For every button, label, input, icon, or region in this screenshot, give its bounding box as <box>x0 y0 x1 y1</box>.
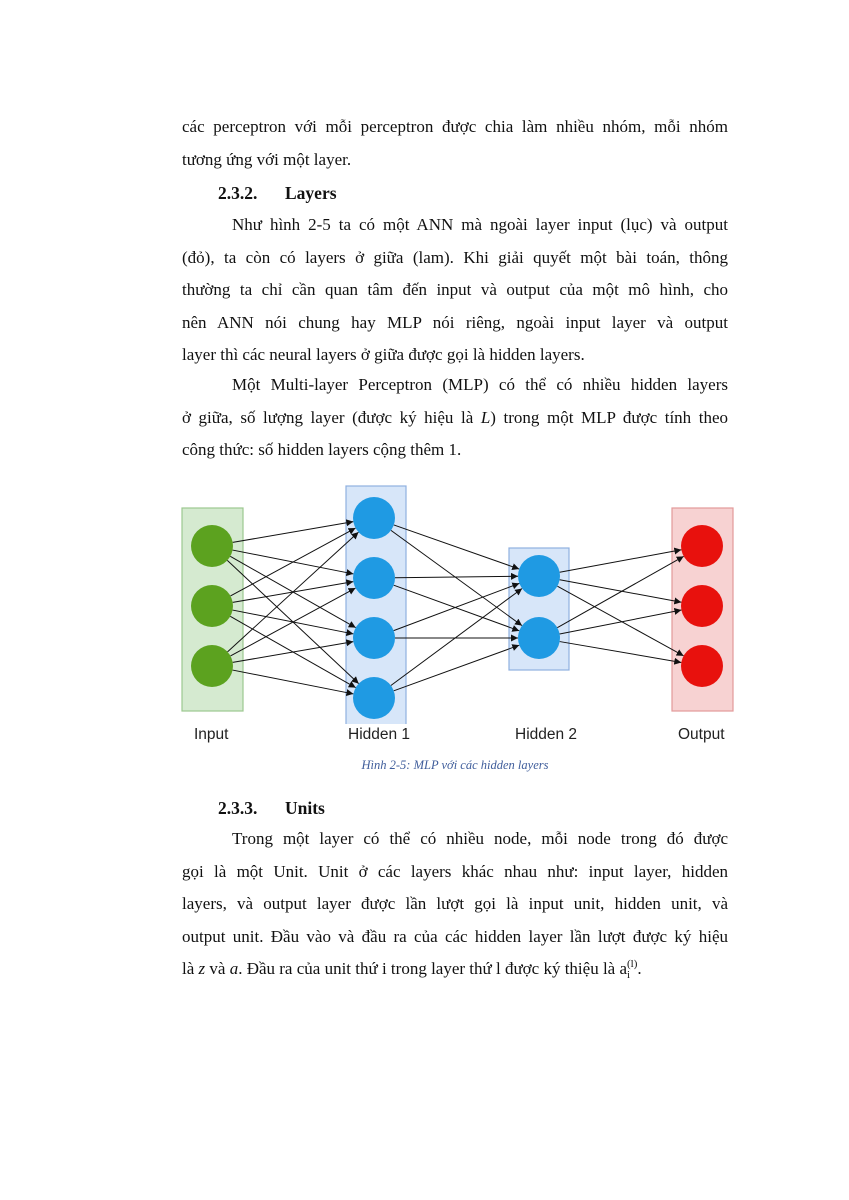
connection-edge <box>559 607 682 635</box>
text-line: thường ta chỉ cần quan tâm đến input và … <box>182 280 728 299</box>
text-line: output unit. Đầu vào và đầu ra của các h… <box>182 926 728 946</box>
text-line: (đỏ), ta còn có layers ở giữa (lam). Khi… <box>182 247 728 267</box>
neuron-node-input <box>191 525 233 567</box>
connection-edge <box>227 531 359 653</box>
connection-edge <box>232 669 354 697</box>
paragraph-intro: các perceptron với mỗi perceptron được c… <box>182 111 728 176</box>
neuron-node-hidden <box>353 617 395 659</box>
paragraph-units: Trong một layer có thể có nhiều node, mỗ… <box>182 823 728 986</box>
figure-caption: Hình 2-5: MLP với các hidden layers <box>361 758 549 772</box>
text-line: nên ANN nói chung hay MLP nói riêng, ngo… <box>182 312 728 332</box>
connection-edge <box>232 639 354 663</box>
text-run: . <box>637 959 642 978</box>
neuron-node-input <box>191 585 233 627</box>
math-index: (l)i <box>627 959 637 981</box>
connection-edge <box>393 524 520 571</box>
text-line: layer thì các neural layers ở giữa được … <box>182 345 585 364</box>
neuron-node-input <box>191 645 233 687</box>
label-output: Output <box>678 726 725 743</box>
mlp-diagram-svg <box>181 485 734 724</box>
text-run: là <box>182 959 199 978</box>
math-subscript: i <box>627 969 631 981</box>
text-line: Một Multi-layer Perceptron (MLP) có thể … <box>232 375 728 394</box>
text-line: layers, và output layer được lần lượt gọ… <box>182 894 728 913</box>
connection-edge <box>230 587 356 657</box>
mlp-diagram <box>176 484 742 754</box>
connection-edge <box>393 584 520 632</box>
neuron-node-hidden <box>518 617 560 659</box>
text-line: là z và a. Đầu ra của unit thứ i trong l… <box>182 953 728 986</box>
math-symbol-a: a <box>229 959 239 978</box>
connection-edge <box>390 588 523 686</box>
neuron-node-hidden <box>353 677 395 719</box>
text-run: . Đầu ra của unit thứ i trong layer thứ … <box>238 959 628 978</box>
section-number: 2.3.2. <box>218 183 258 203</box>
text-line: Trong một layer có thể có nhiều node, mỗ… <box>232 829 728 848</box>
connection-edge <box>559 579 682 605</box>
text-run: ở giữa, số lượng layer (được ký hiệu là <box>182 407 481 427</box>
connection-edge <box>559 547 682 573</box>
section-heading-units: 2.3.3. Units <box>218 796 325 820</box>
connection-edge <box>230 527 356 597</box>
paragraph-layers: Như hình 2-5 ta có một ANN mà ngoài laye… <box>182 209 728 372</box>
neuron-node-output <box>681 525 723 567</box>
paragraph-mlp: Một Multi-layer Perceptron (MLP) có thể … <box>182 369 728 467</box>
math-symbol-z: z <box>198 959 206 978</box>
text-run: ) trong một MLP được tính theo <box>490 407 729 427</box>
text-line: ở giữa, số lượng layer (được ký hiệu là … <box>182 402 728 435</box>
connection-edge <box>232 519 354 543</box>
connection-edge <box>559 641 682 665</box>
section-heading-layers: 2.3.2. Layers <box>218 181 337 205</box>
connection-edge <box>390 529 523 627</box>
connection-edge <box>557 585 684 657</box>
connection-edge <box>557 555 684 629</box>
text-line: gọi là một Unit. Unit ở các layers khác … <box>182 861 728 881</box>
label-input: Input <box>194 726 229 743</box>
neuron-node-hidden <box>353 557 395 599</box>
text-line: các perceptron với mỗi perceptron được c… <box>182 117 728 136</box>
neuron-node-output <box>681 585 723 627</box>
text-line: tương ứng với một layer. <box>182 149 352 169</box>
connection-edge <box>393 644 520 692</box>
math-symbol-L: L <box>480 407 491 427</box>
text-run: và <box>205 959 230 978</box>
connection-edge <box>393 582 520 632</box>
text-line: Như hình 2-5 ta có một ANN mà ngoài laye… <box>232 215 728 234</box>
connection-edge <box>394 572 519 580</box>
neuron-node-output <box>681 645 723 687</box>
section-number: 2.3.3. <box>218 798 258 818</box>
section-title: Layers <box>285 183 337 203</box>
label-hidden-2: Hidden 2 <box>515 726 578 743</box>
text-line: công thức: số hidden layers cộng thêm 1. <box>182 440 462 459</box>
label-hidden-1: Hidden 1 <box>348 726 411 743</box>
math-superscript: (l) <box>627 958 638 970</box>
neuron-node-hidden <box>518 555 560 597</box>
section-title: Units <box>285 798 325 818</box>
neuron-node-hidden <box>353 497 395 539</box>
